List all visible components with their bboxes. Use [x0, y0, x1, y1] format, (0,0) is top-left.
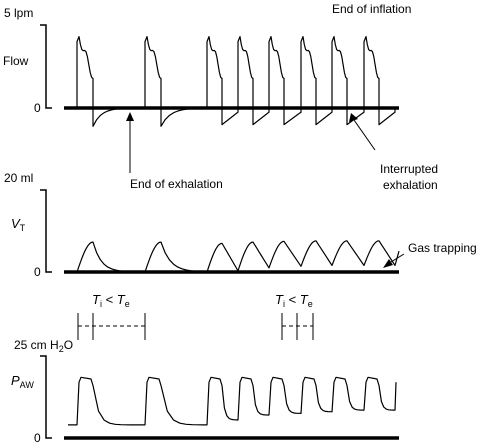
paw-axis-label-main: P [11, 373, 20, 388]
ti-te-left-label: Ti < Te [92, 292, 130, 309]
paw-ymax-sub: 2 [59, 344, 64, 354]
flow-trace [64, 36, 399, 127]
ti-te-left-lt: < [102, 292, 117, 307]
interrupted-exhalation-label-line2: exhalation [383, 178, 438, 192]
ti-te-left-t2: T [117, 292, 126, 307]
vt-axis-label-sub: T [20, 223, 26, 233]
vt-y-axis [40, 189, 52, 273]
ti-te-left-e: e [125, 299, 130, 309]
ti-te-right-t: T [275, 292, 284, 307]
paw-axis-label-sub: AW [20, 380, 35, 390]
paw-ymax-suffix: O [64, 338, 73, 352]
gas-trapping-arrow [390, 253, 405, 263]
ti-te-right-i: i [283, 299, 285, 309]
end-of-exhalation-label: End of exhalation [130, 177, 223, 191]
end-of-exhalation-arrowhead [126, 112, 134, 121]
vt-zero-label: 0 [34, 265, 41, 279]
vt-trace [64, 240, 400, 273]
ti-te-right-label: Ti < Te [275, 292, 313, 309]
paw-ymax-label: 25 cm H2O [14, 338, 73, 354]
paw-trace [68, 376, 397, 426]
vt-axis-label: VT [11, 216, 26, 233]
flow-ymax-label: 5 lpm [4, 6, 33, 20]
ti-te-right-lt: < [285, 292, 300, 307]
paw-axis-label: PAW [11, 373, 34, 390]
gas-trapping-label: Gas trapping [408, 241, 477, 255]
vt-axis-label-main: V [11, 216, 21, 231]
ti-te-left-t: T [92, 292, 101, 307]
ti-te-right-e: e [308, 299, 313, 309]
interrupted-exhalation-arrow [353, 119, 376, 151]
gas-trapping-arrowhead [383, 259, 393, 268]
paw-ymax-main: 25 cm H [14, 338, 59, 352]
flow-y-axis [40, 24, 52, 109]
ti-te-left-i: i [100, 299, 102, 309]
flow-zero-label: 0 [34, 101, 41, 115]
interrupted-exhalation-arrowhead [349, 113, 358, 122]
paw-y-axis [40, 355, 52, 439]
flow-axis-label: Flow [3, 54, 29, 68]
vt-ymax-label: 20 ml [4, 171, 33, 185]
paw-zero-label: 0 [34, 431, 41, 445]
ti-te-right-t2: T [300, 292, 309, 307]
interrupted-exhalation-label-line1: Interrupted [380, 162, 438, 176]
end-of-inflation-label: End of inflation [332, 2, 411, 16]
